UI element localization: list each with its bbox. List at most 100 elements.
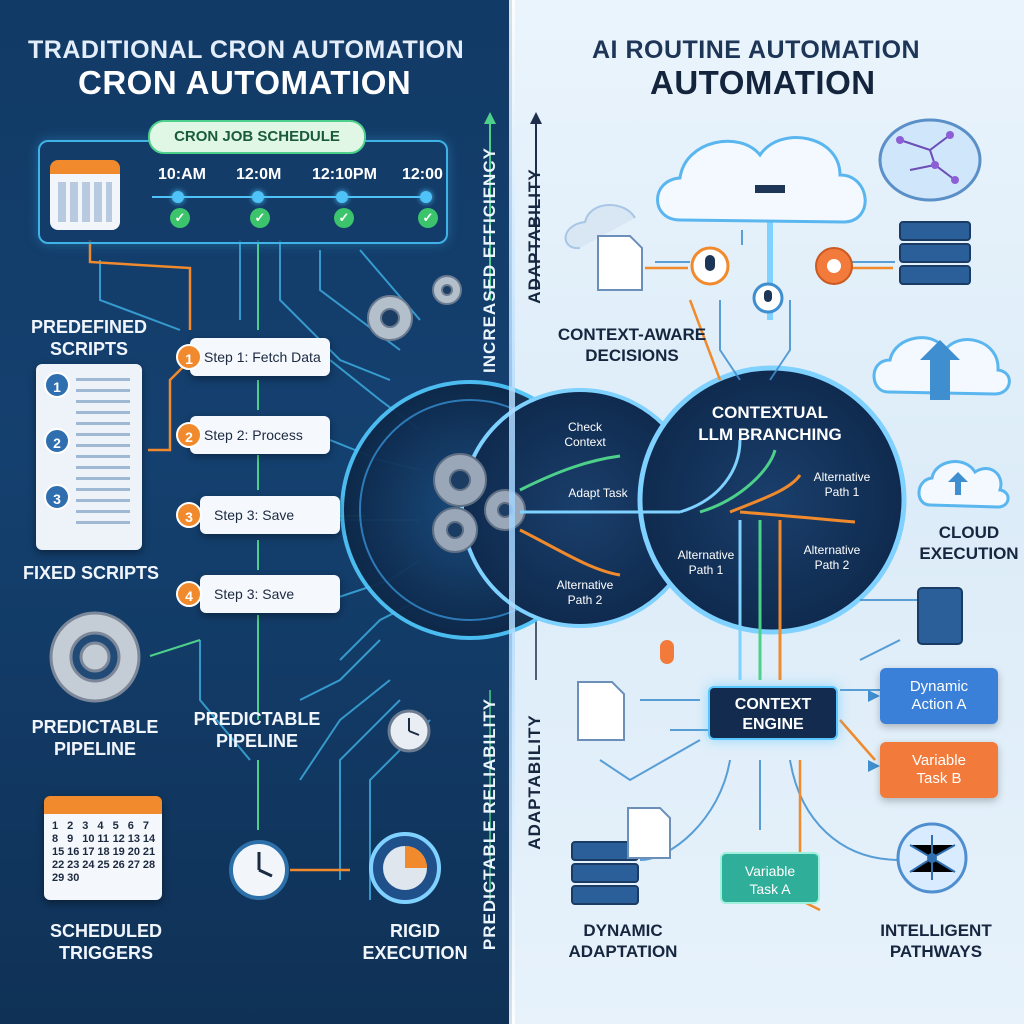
label-line: RIGID xyxy=(389,921,440,941)
variable-task-a-box: Variable Task A xyxy=(720,852,820,904)
calendar-day: 15 xyxy=(52,846,65,858)
label-line: SCHEDULED xyxy=(49,921,162,941)
label-line: INTELLIGENT xyxy=(880,921,992,940)
step-number: 3 xyxy=(176,502,202,528)
dynamic-adaptation-label: DYNAMIC ADAPTATION xyxy=(548,920,698,962)
script-number: 3 xyxy=(44,484,70,510)
timeline-dot xyxy=(420,191,432,203)
check-icon: ✓ xyxy=(170,208,190,228)
label-line: PIPELINE xyxy=(215,731,299,751)
calendar-day: 26 xyxy=(112,859,125,871)
context-engine-box: CONTEXT ENGINE xyxy=(708,686,838,740)
calendar-day: 2 xyxy=(67,820,74,832)
calendar-day: 25 xyxy=(97,859,110,871)
calendar-day: 23 xyxy=(67,859,80,871)
step-card: Step 1: Fetch Data xyxy=(190,338,330,376)
predefined-scripts-label: PREDEFINED SCRIPTS xyxy=(24,316,154,360)
calendar-day: 12 xyxy=(112,833,125,845)
predictable-reliability-axis: PREDICTABLE RELIABILITY xyxy=(480,697,499,951)
time-label: 10:AM xyxy=(158,166,207,183)
timeline-dot xyxy=(252,191,264,203)
time-label: 12:00 xyxy=(402,166,443,183)
text-line: Alternative xyxy=(677,548,735,562)
label-line: CONTEXTUAL xyxy=(711,403,829,422)
calendar-day: 14 xyxy=(142,833,156,845)
fixed-scripts-label: FIXED SCRIPTS xyxy=(22,563,160,583)
check-icon: ✓ xyxy=(334,208,354,228)
calendar-day: 30 xyxy=(67,872,80,884)
label-line: DECISIONS xyxy=(585,346,679,365)
check-icon: ✓ xyxy=(250,208,270,228)
text-line: Variable xyxy=(912,752,966,769)
step-card: Step 2: Process xyxy=(190,416,330,454)
script-document: 1 2 3 xyxy=(36,364,142,550)
script-number: 2 xyxy=(44,428,70,454)
text-line: Task A xyxy=(749,881,791,897)
predictable-pipeline-label-center: PREDICTABLE PIPELINE xyxy=(182,708,332,752)
calendar-day: 6 xyxy=(127,820,134,832)
cron-schedule-label: CRON JOB SCHEDULE xyxy=(148,120,366,154)
label-line: EXECUTION xyxy=(919,544,1019,563)
label-line: PATHWAYS xyxy=(889,942,983,961)
increased-efficiency-axis: INCREASED EFFICIENCY xyxy=(480,147,499,373)
calendar-day: 22 xyxy=(52,859,65,871)
label-line: SCRIPTS xyxy=(49,339,128,359)
check-icon: ✓ xyxy=(418,208,438,228)
calendar-day: 10 xyxy=(82,833,95,845)
text-line: Alternative xyxy=(803,543,861,557)
label-line: ADAPTATION xyxy=(568,942,678,961)
label-line: CONTEXT-AWARE xyxy=(557,325,707,344)
alternative-path-2-text: Alternative Path 2 xyxy=(545,578,625,608)
label-line: PREDICTABLE xyxy=(31,717,159,737)
step-number: 4 xyxy=(176,581,202,607)
text-line: Variable xyxy=(744,863,796,879)
left-title-small: TRADITIONAL CRON AUTOMATION xyxy=(28,36,465,64)
right-title-small: AI ROUTINE AUTOMATION xyxy=(592,36,921,64)
calendar-day: 24 xyxy=(82,859,95,871)
calendar-day: 29 xyxy=(52,872,65,884)
calendar-day: 27 xyxy=(127,859,140,871)
timeline-dot xyxy=(172,191,184,203)
calendar-day: 28 xyxy=(142,859,156,871)
predictable-pipeline-label-left: PREDICTABLE PIPELINE xyxy=(20,716,170,760)
intelligent-pathways-label: INTELLIGENT PATHWAYS xyxy=(862,920,1010,962)
label-line: PREDICTABLE xyxy=(193,709,321,729)
dynamic-action-box: Dynamic Action A xyxy=(880,668,998,724)
step-number: 1 xyxy=(176,344,202,370)
text-line: Action A xyxy=(911,696,967,713)
calendar-day: 20 xyxy=(127,846,140,858)
script-number: 1 xyxy=(44,372,70,398)
calendar-day: 19 xyxy=(112,846,125,858)
variable-task-b-box: Variable Task B xyxy=(880,742,998,798)
calendar-day: 21 xyxy=(142,846,156,858)
text-line: Path 2 xyxy=(567,593,603,607)
calendar-day: 17 xyxy=(82,846,95,858)
step-card: Step 3: Save xyxy=(200,496,340,534)
step-card: Step 3: Save xyxy=(200,575,340,613)
label-line: TRIGGERS xyxy=(58,943,153,963)
text-line: CONTEXT xyxy=(734,696,812,713)
label-line: LLM BRANCHING xyxy=(698,425,842,444)
calendar-icon xyxy=(50,160,120,230)
text-line: Dynamic xyxy=(909,678,969,695)
label-line: PIPELINE xyxy=(53,739,137,759)
calendar-day: 3 xyxy=(82,820,89,832)
check-context-text: Check Context xyxy=(550,420,620,450)
text-line: Path 1 xyxy=(688,563,724,577)
calendar-day: 5 xyxy=(112,820,119,832)
script-lines xyxy=(76,378,130,528)
alternative-path-2-text: Alternative Path 2 xyxy=(792,543,872,573)
calendar-day: 1 xyxy=(52,820,59,832)
calendar-day: 9 xyxy=(67,833,74,845)
rigid-execution-label: RIGID EXECUTION xyxy=(350,920,480,964)
text-line: Context xyxy=(564,435,606,449)
text-line: Task B xyxy=(916,770,962,787)
text-line: Alternative xyxy=(813,470,871,484)
calendar-day: 7 xyxy=(142,820,149,832)
label-line: PREDEFINED xyxy=(30,317,147,337)
alternative-path-1-text: Alternative Path 1 xyxy=(802,470,882,500)
timeline-dot xyxy=(336,191,348,203)
time-label: 12:0M xyxy=(236,166,282,183)
label-line: DYNAMIC xyxy=(583,921,663,940)
